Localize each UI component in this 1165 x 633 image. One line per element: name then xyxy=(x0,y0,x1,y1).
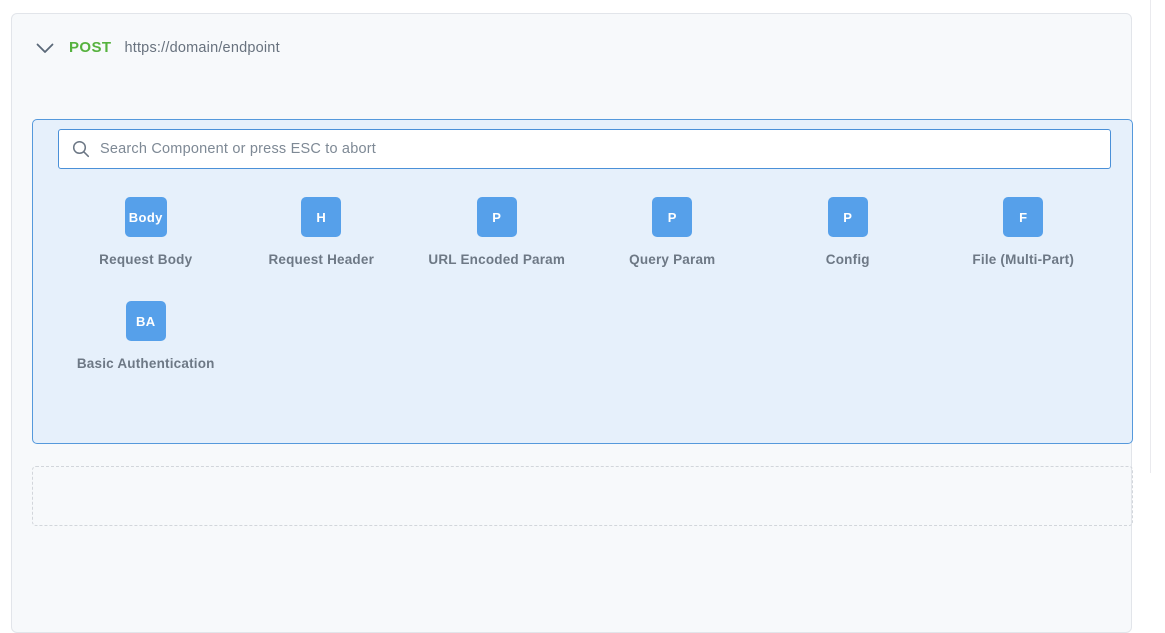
component-search-input[interactable] xyxy=(58,129,1111,169)
component-label: File (Multi-Part) xyxy=(972,252,1075,267)
component-tile[interactable]: BA Basic Authentication xyxy=(77,301,215,375)
endpoint-url: https://domain/endpoint xyxy=(124,40,280,56)
component-label: URL Encoded Param xyxy=(428,252,566,267)
component-tile[interactable]: P Query Param xyxy=(629,197,715,271)
component-badge-icon: H xyxy=(301,197,342,237)
component-tile[interactable]: H Request Header xyxy=(268,197,374,271)
component-tile[interactable]: P Config xyxy=(826,197,870,271)
component-tile[interactable]: F File (Multi-Part) xyxy=(972,197,1074,271)
endpoint-header: POST https://domain/endpoint xyxy=(12,14,1131,58)
component-label: Request Header xyxy=(268,252,375,267)
next-section-dropzone[interactable] xyxy=(32,466,1133,526)
component-label: Request Body xyxy=(99,252,193,267)
component-badge-icon: P xyxy=(827,197,868,237)
pane-divider xyxy=(1150,0,1151,473)
component-badge-icon: BA xyxy=(125,301,166,341)
component-label: Basic Authentication xyxy=(76,356,215,371)
component-tile[interactable]: P URL Encoded Param xyxy=(428,197,565,271)
search-wrap xyxy=(58,129,1111,169)
chevron-down-icon[interactable] xyxy=(36,43,54,54)
component-label: Config xyxy=(825,252,870,267)
component-badge-icon: F xyxy=(1003,197,1044,237)
component-badge-icon: P xyxy=(476,197,517,237)
component-badge-icon: P xyxy=(652,197,693,237)
http-method-label: POST xyxy=(69,39,112,56)
endpoint-card: POST https://domain/endpoint BodyRequest… xyxy=(11,13,1133,633)
component-label: Query Param xyxy=(629,252,716,267)
component-badge-icon: Body xyxy=(124,197,167,237)
